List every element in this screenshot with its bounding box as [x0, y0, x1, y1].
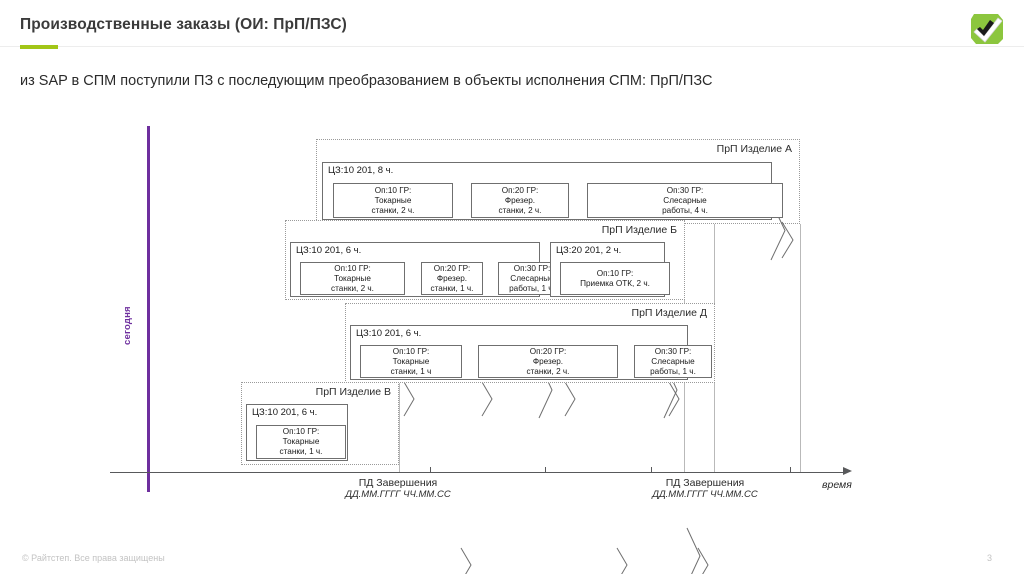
operation-b-op10-chevron-tip [403, 381, 415, 417]
order-title-b: ПрП Изделие Б [601, 224, 677, 236]
operation-d-op30[interactable]: Оп:30 ГР: Слесарные работы, 1 ч. [634, 345, 712, 378]
page-title: Производственные заказы (ОИ: ПрП/ПЗС) [20, 16, 347, 33]
task-a-cz10-label: ЦЗ:10 201, 8 ч. [328, 165, 394, 176]
order-title-a: ПрП Изделие А [716, 143, 792, 155]
order-block-izdelie-v[interactable]: ПрП Изделие В ЦЗ:10 201, 6 ч. Оп:10 ГР: … [241, 382, 399, 465]
order-title-d: ПрП Изделие Д [631, 307, 707, 319]
time-axis-arrow-icon [843, 467, 852, 475]
order-block-izdelie-a[interactable]: ПрП Изделие А ЦЗ:10 201, 8 ч. Оп:10 ГР: … [316, 139, 800, 261]
operation-d-op20[interactable]: Оп:20 ГР: Фрезер. станки, 2 ч. [478, 345, 618, 378]
order-block-izdelie-b[interactable]: ПрП Изделие Б ЦЗ:10 201, 6 ч. Оп:10 ГР: … [285, 220, 685, 419]
dropline-order-a [800, 224, 801, 472]
completion-marker-1-label: ПД Завершения [358, 477, 438, 489]
operation-b-cz20-op10-label: Оп:10 ГР: Приемка ОТК, 2 ч. [580, 268, 650, 288]
operation-a-op30-label: Оп:30 ГР: Слесарные работы, 4 ч. [662, 185, 708, 215]
axis-tick-2 [545, 467, 546, 473]
today-label: сегодня [122, 306, 133, 345]
order-block-izdelie-d[interactable]: ПрП Изделие Д ЦЗ:10 201, 6 ч. Оп:10 ГР: … [345, 303, 715, 574]
completion-marker-1-sublabel: ДД.ММ.ГГГГ ЧЧ.ММ.СС [345, 489, 451, 500]
operation-b-op20-chevron-tip [481, 381, 493, 417]
operation-b-cz20-op10-chevron-tip [668, 381, 680, 417]
completion-marker-2: ПД Завершения ДД.ММ.ГГГГ ЧЧ.ММ.СС [625, 477, 785, 500]
operation-b-op20[interactable]: Оп:20 ГР: Фрезер. станки, 1 ч. [421, 262, 483, 295]
axis-tick-1 [430, 467, 431, 473]
operation-v-op10[interactable]: Оп:10 ГР: Токарные станки, 1 ч. [256, 425, 346, 459]
operation-d-op10-label: Оп:10 ГР: Токарные станки, 1 ч [390, 346, 432, 376]
today-line [147, 126, 150, 492]
operation-b-cz20-op10[interactable]: Оп:10 ГР: Приемка ОТК, 2 ч. [560, 262, 670, 295]
page-subtitle: из SAP в СПМ поступили ПЗ с последующим … [20, 73, 713, 89]
task-d-cz10-label: ЦЗ:10 201, 6 ч. [356, 328, 422, 339]
task-b-cz20-label: ЦЗ:20 201, 2 ч. [556, 245, 622, 256]
completion-marker-2-label: ПД Завершения [665, 477, 745, 489]
raitstep-check-logo-icon [968, 11, 1006, 47]
operation-b-op10[interactable]: Оп:10 ГР: Токарные станки, 2 ч. [300, 262, 405, 295]
operation-a-op30[interactable]: Оп:30 ГР: Слесарные работы, 4 ч. [587, 183, 783, 218]
task-d-cz10-chevron-tip [686, 527, 701, 574]
task-b-cz10-label: ЦЗ:10 201, 6 ч. [296, 245, 362, 256]
operation-v-op10-label: Оп:10 ГР: Токарные станки, 1 ч. [279, 427, 323, 456]
operation-a-op10[interactable]: Оп:10 ГР: Токарные станки, 2 ч. [333, 183, 453, 218]
operation-b-op10-label: Оп:10 ГР: Токарные станки, 2 ч. [331, 263, 374, 293]
operation-b-op20-label: Оп:20 ГР: Фрезер. станки, 1 ч. [430, 263, 474, 293]
operation-d-op20-label: Оп:20 ГР: Фрезер. станки, 2 ч. [526, 346, 570, 376]
operation-a-op30-chevron-tip [781, 221, 794, 259]
operation-d-op30-chevron-tip [697, 547, 709, 574]
time-axis [110, 472, 845, 473]
time-axis-label: время [822, 479, 852, 491]
header-divider [0, 46, 1024, 47]
dropline-order-b [684, 300, 685, 472]
footer-copyright: © Райтстеп. Все права защищены [22, 553, 165, 563]
dropline-order-v [399, 378, 400, 472]
operation-a-op20[interactable]: Оп:20 ГР: Фрезер. станки, 2 ч. [471, 183, 569, 218]
operation-d-op10-chevron-tip [460, 547, 472, 574]
axis-tick-3 [651, 467, 652, 473]
operation-d-op10[interactable]: Оп:10 ГР: Токарные станки, 1 ч [360, 345, 462, 378]
operation-a-op10-label: Оп:10 ГР: Токарные станки, 2 ч. [371, 185, 415, 215]
footer-page-number: 3 [987, 553, 993, 563]
gantt-canvas: сегодня ПрП Изделие А ЦЗ:10 201, 8 ч. Оп… [0, 100, 1024, 574]
operation-d-op30-label: Оп:30 ГР: Слесарные работы, 1 ч. [650, 346, 696, 376]
operation-b-op30-chevron-tip [564, 381, 576, 417]
operation-a-op20-label: Оп:20 ГР: Фрезер. станки, 2 ч. [498, 185, 542, 215]
order-title-v: ПрП Изделие В [315, 386, 391, 398]
header-accent-bar [20, 45, 58, 49]
completion-marker-1: ПД Завершения ДД.ММ.ГГГГ ЧЧ.ММ.СС [318, 477, 478, 500]
axis-tick-4 [790, 467, 791, 473]
operation-d-op20-chevron-tip [616, 547, 628, 574]
task-v-cz10-label: ЦЗ:10 201, 6 ч. [252, 407, 318, 418]
completion-marker-2-sublabel: ДД.ММ.ГГГГ ЧЧ.ММ.СС [652, 489, 758, 500]
